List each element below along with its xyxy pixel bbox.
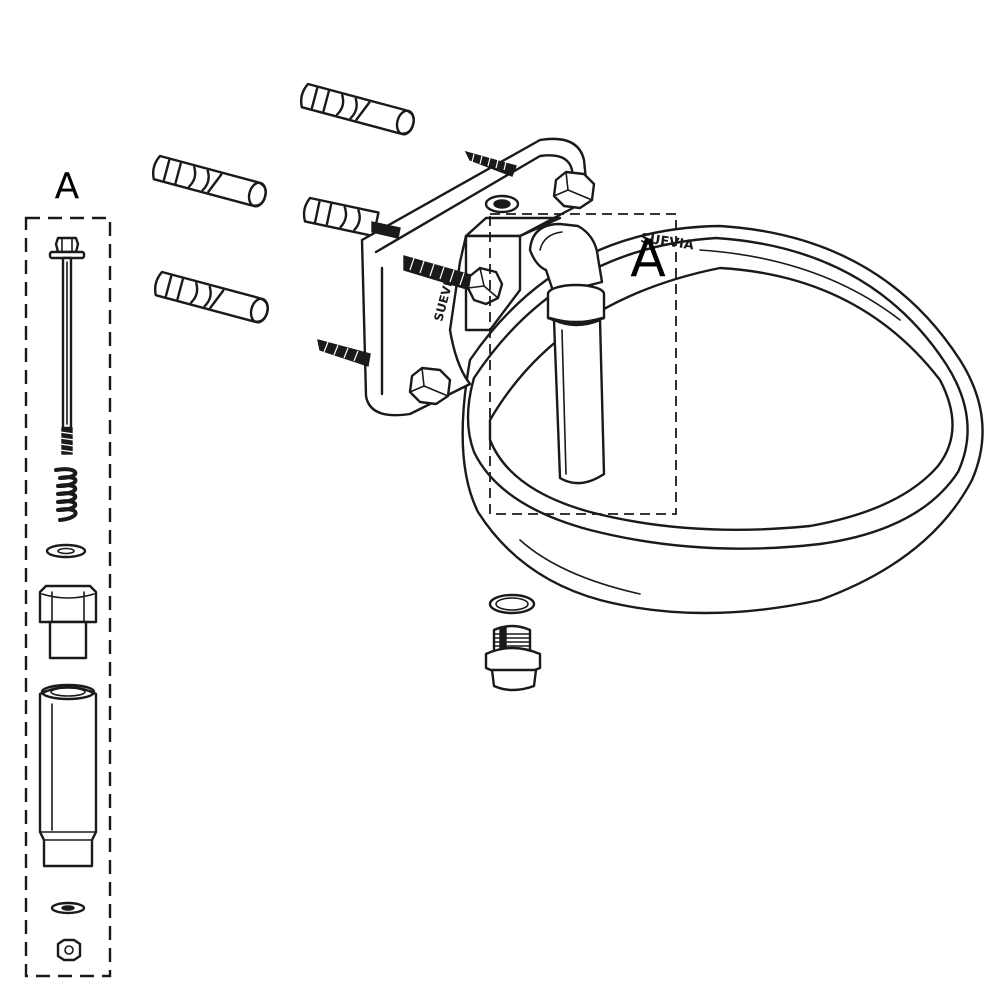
valve-body-tube: [552, 318, 606, 485]
wall-plug-2: [151, 154, 267, 208]
bowl-detail-label: A: [630, 229, 666, 289]
valve-elbow: [528, 222, 604, 296]
wall-plug-4: [153, 270, 269, 324]
detail-a-label: A: [55, 166, 80, 207]
small-washer: [50, 901, 86, 915]
bowl-rim: [466, 236, 969, 550]
screw-bottom: [317, 339, 371, 367]
detail-a-reference-frame: [489, 213, 677, 515]
small-hex-nut: [56, 938, 82, 962]
screw-upper-middle: [371, 221, 401, 239]
valve-stem-bolt: [48, 236, 86, 455]
screw-middle: [403, 255, 504, 306]
bracket-plate: [360, 137, 590, 417]
valve-spring: [54, 467, 78, 522]
threaded-fitting: [38, 584, 98, 660]
bowl-rim-brand-text: SUEVIA: [639, 231, 694, 253]
bracket-hex-bolt-top: [552, 170, 596, 210]
washer: [45, 543, 87, 559]
o-ring: [488, 593, 536, 615]
wall-plug-1: [299, 82, 415, 136]
drain-plug-group: [484, 593, 542, 692]
detail-a-group: A: [24, 166, 112, 978]
wall-plug-3: [302, 196, 380, 238]
detail-a-dashed-frame: [24, 216, 112, 978]
valve-sleeve: [38, 683, 98, 868]
valve-assembly: A: [489, 213, 677, 515]
wood-screws: [317, 150, 517, 367]
bracket-hex-bolt-bottom: [408, 366, 452, 406]
threaded-drain-plug: [484, 624, 542, 692]
screw-top: [464, 150, 517, 177]
drinking-bowl: SUEVIA: [461, 224, 984, 615]
wall-anchor-plugs: [151, 82, 415, 324]
